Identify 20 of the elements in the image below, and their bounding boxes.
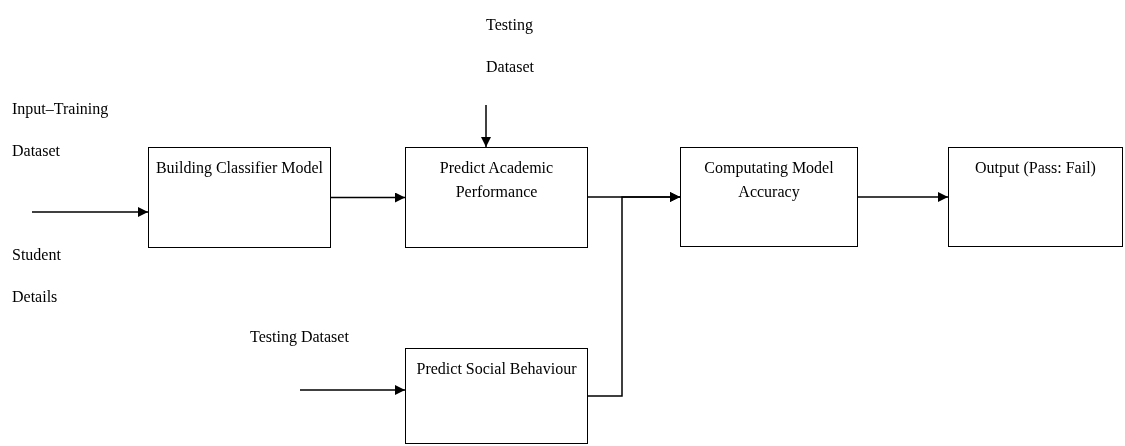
input-label: Testing Dataset [486,15,535,77]
arrow [31,207,149,217]
input-label: Student Details [12,245,62,307]
arrow [481,104,491,148]
box-label: Building Classifier Model [155,158,324,179]
box-label: Output (Pass: Fail) [975,158,1096,179]
arrow [330,192,406,203]
box-label: Predict Academic Performance [438,158,555,202]
box-label: Computating Model Accuracy [703,158,835,203]
arrow [857,192,949,202]
process-box [948,147,1123,247]
arrow [587,192,681,397]
input-label: Testing Dataset [250,327,350,348]
process-box [405,147,588,248]
process-box [148,147,331,248]
process-box [680,147,858,247]
input-label: Input–Training Dataset [12,99,110,161]
arrow [299,385,406,395]
process-box [405,348,588,444]
box-label: Predict Social Behaviour [416,359,577,379]
